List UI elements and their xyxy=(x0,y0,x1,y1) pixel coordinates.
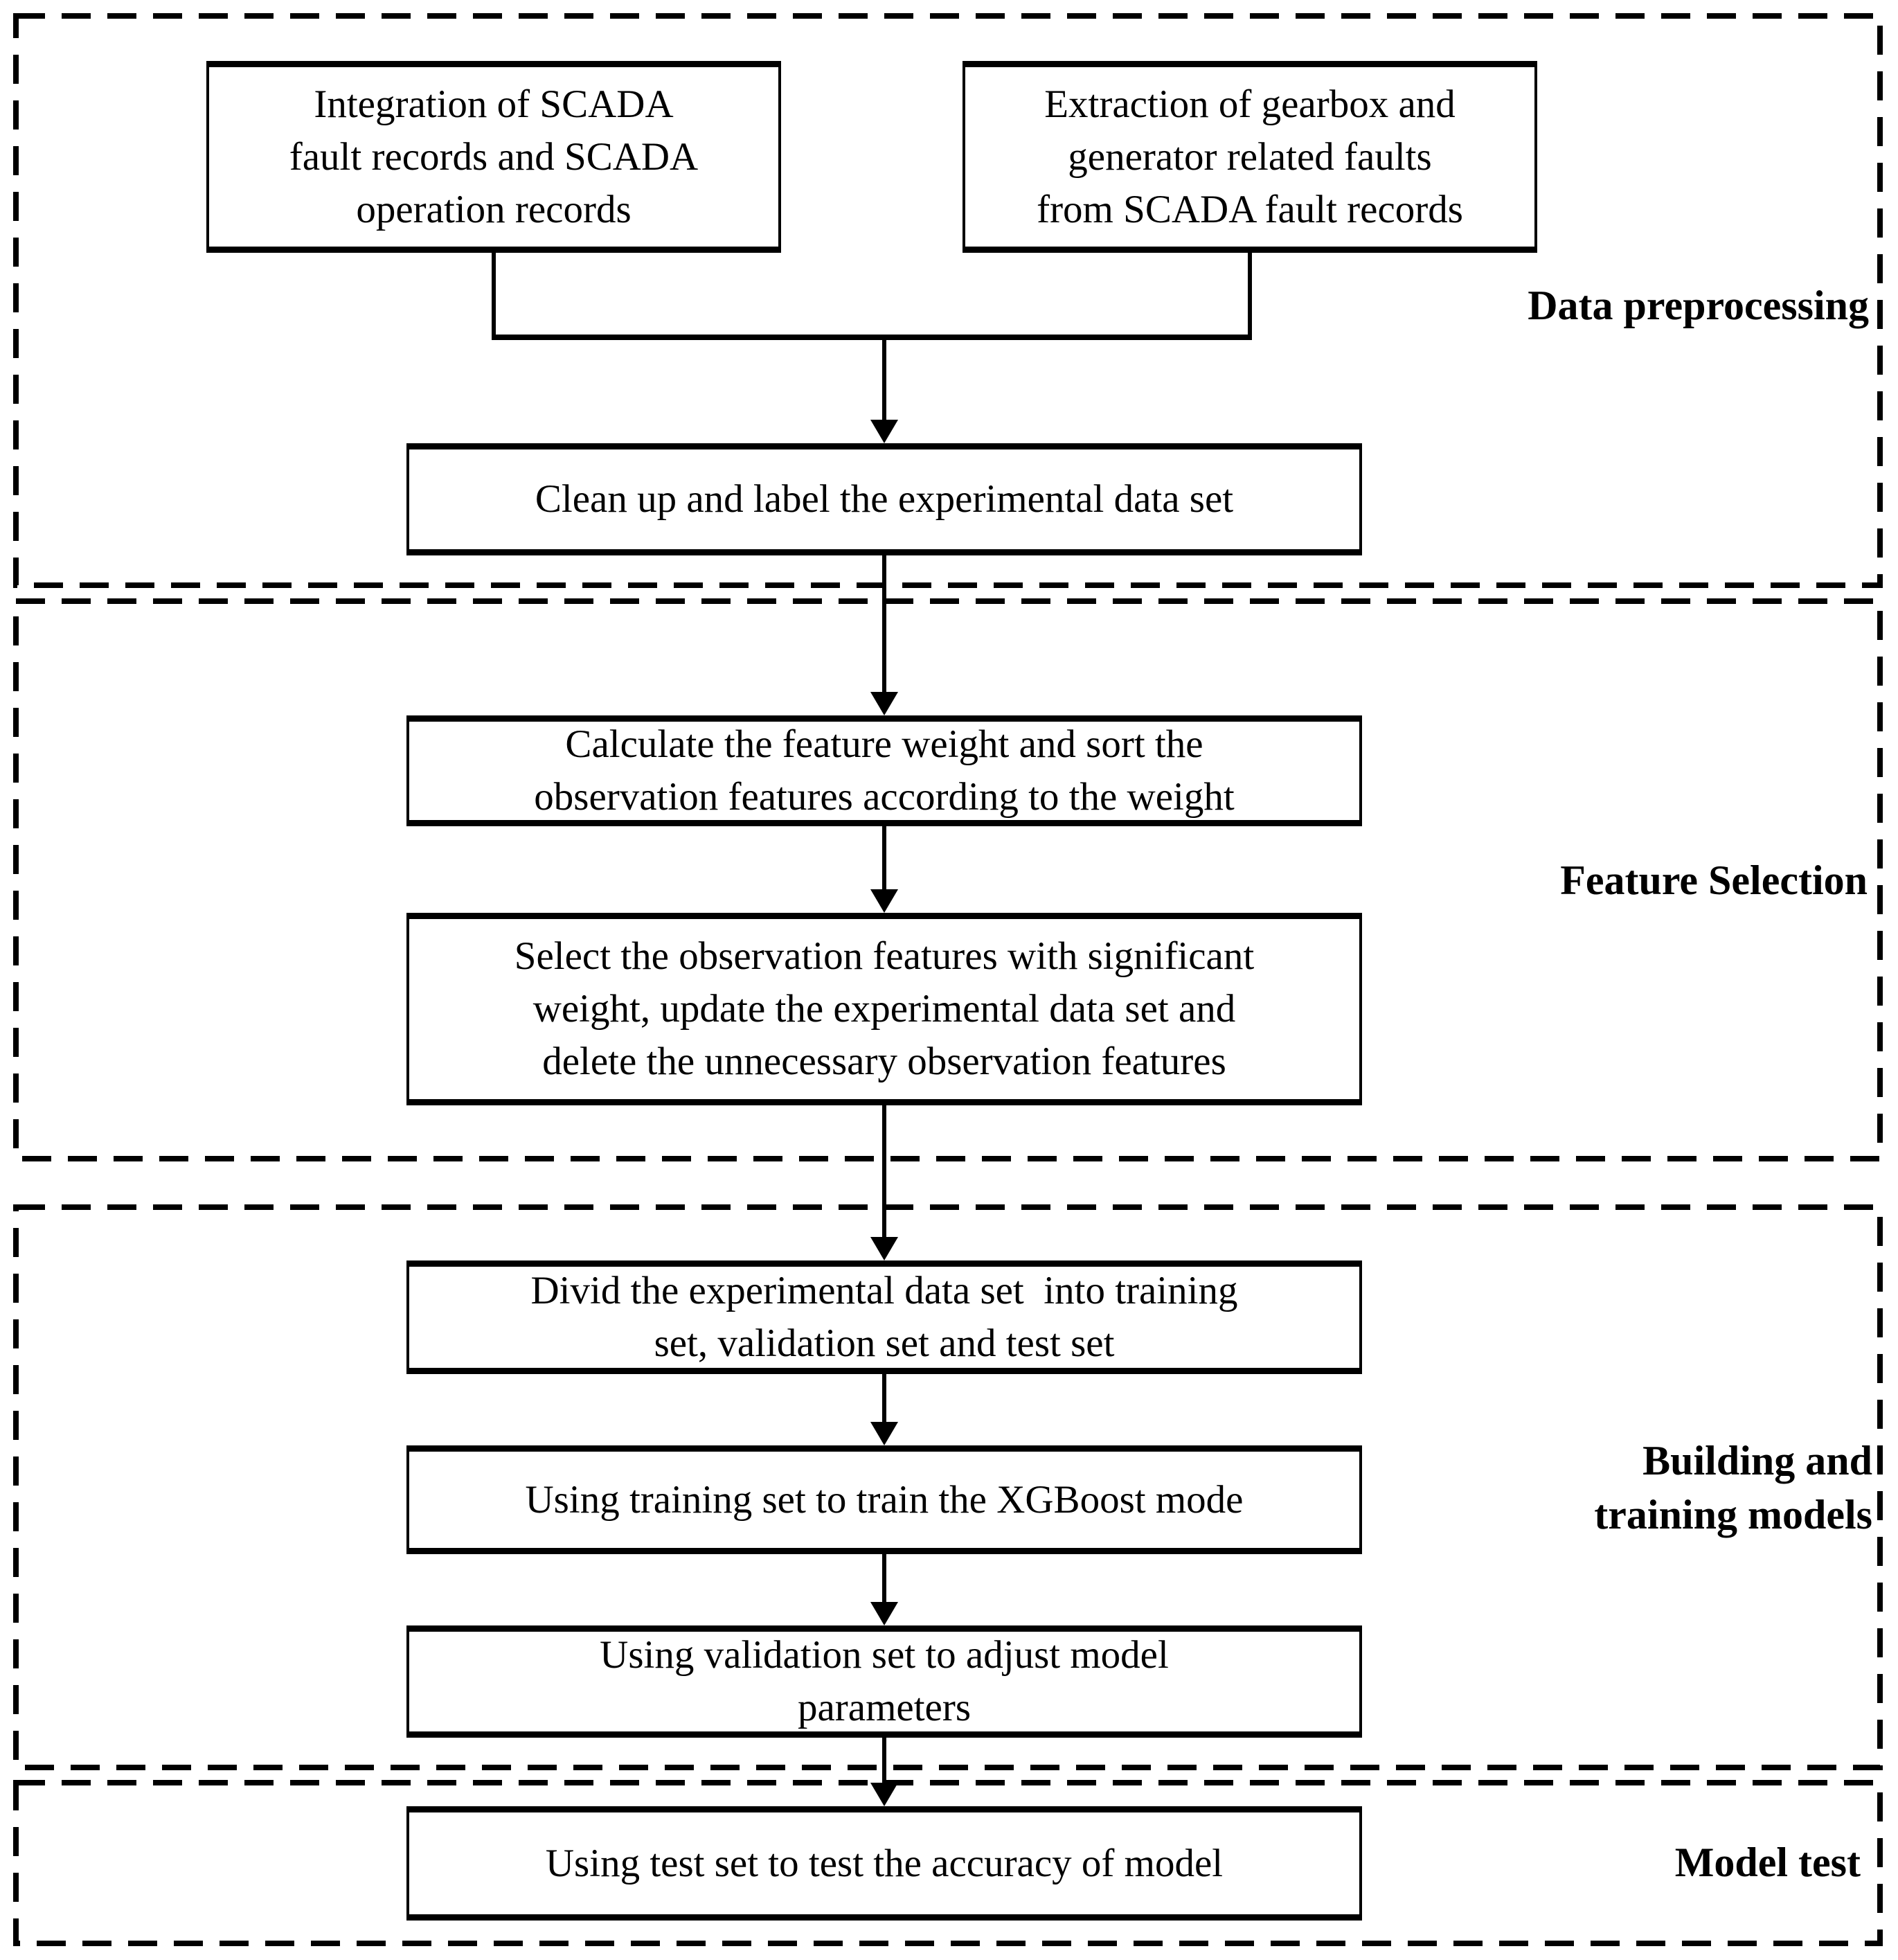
box-validation-adjust-parameters: Using validation set to adjust model par… xyxy=(406,1625,1362,1738)
box-train-xgboost: Using training set to train the XGBoost … xyxy=(406,1445,1362,1554)
section-label-feature-selection: Feature Selection xyxy=(1560,857,1868,903)
arrow-icon xyxy=(870,1602,898,1625)
arrow-icon xyxy=(870,1422,898,1445)
section-label-model-test: Model test xyxy=(1674,1839,1861,1885)
section-label-building-training-models: Building and training models xyxy=(1594,1438,1872,1538)
box-clean-label-dataset: Clean up and label the experimental data… xyxy=(406,443,1362,555)
box-integration-scada-records: Integration of SCADA fault records and S… xyxy=(206,61,781,253)
section-label-data-preprocessing: Data preprocessing xyxy=(1528,283,1869,328)
box-calculate-feature-weight: Calculate the feature weight and sort th… xyxy=(406,715,1362,826)
box-extraction-gearbox-faults: Extraction of gearbox and generator rela… xyxy=(963,61,1537,253)
section-border-building-training xyxy=(13,1204,1883,1770)
arrow-icon xyxy=(870,1237,898,1260)
arrow-icon xyxy=(870,420,898,443)
arrowheads xyxy=(870,420,898,1806)
box-divide-dataset: Divid the experimental data set into tra… xyxy=(406,1260,1362,1374)
box-test-accuracy: Using test set to test the accuracy of m… xyxy=(406,1806,1362,1921)
merge-connector xyxy=(492,253,1252,424)
section-border-model-test xyxy=(13,1780,1883,1946)
box-select-observation-features: Select the observation features with sig… xyxy=(406,913,1362,1105)
arrow-icon xyxy=(870,889,898,913)
arrow-icon xyxy=(870,692,898,715)
section-border-data-preprocessing xyxy=(13,13,1883,588)
arrow-icon xyxy=(870,1783,898,1806)
section-border-feature-selection xyxy=(13,598,1883,1161)
